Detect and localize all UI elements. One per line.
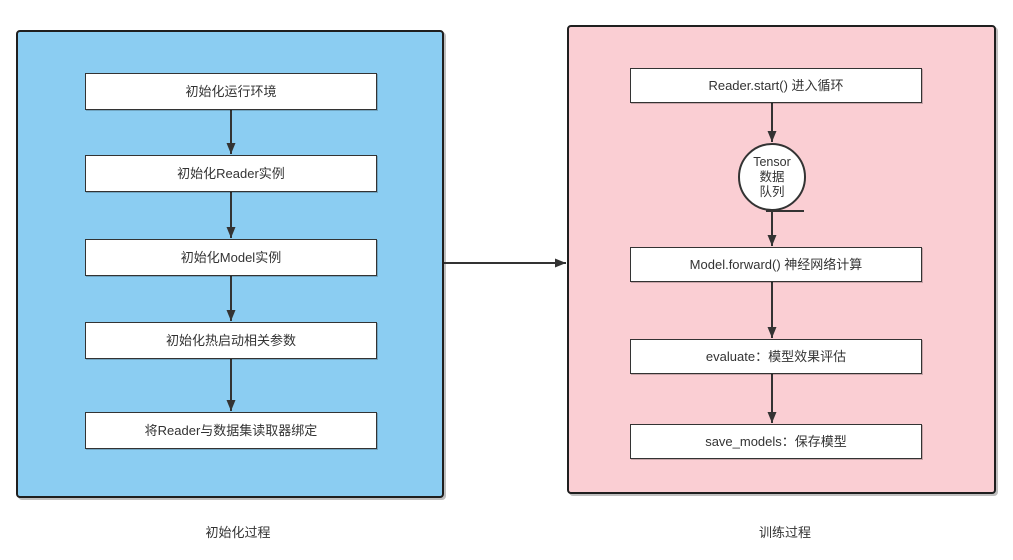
- initialization-panel-caption: 初始化过程: [205, 525, 271, 540]
- queue-circle-line-2: 数据: [759, 169, 785, 184]
- node-reader-start-loop: Reader.start() 进入循环: [630, 68, 922, 103]
- queue-circle-line-1: Tensor: [753, 154, 791, 169]
- node-init-warm-start-params: 初始化热启动相关参数: [85, 322, 377, 359]
- node-tensor-data-queue: Tensor 数据 队列: [738, 143, 806, 211]
- node-bind-reader-dataset: 将Reader与数据集读取器绑定: [85, 412, 377, 449]
- node-init-reader: 初始化Reader实例: [85, 155, 377, 192]
- node-init-runtime-env: 初始化运行环境: [85, 73, 377, 110]
- node-model-forward: Model.forward() 神经网络计算: [630, 247, 922, 282]
- node-init-model: 初始化Model实例: [85, 239, 377, 276]
- queue-circle-line-3: 队列: [759, 184, 785, 199]
- node-save-models: save_models：保存模型: [630, 424, 922, 459]
- training-panel-caption: 训练过程: [758, 525, 811, 540]
- node-evaluate: evaluate：模型效果评估: [630, 339, 922, 374]
